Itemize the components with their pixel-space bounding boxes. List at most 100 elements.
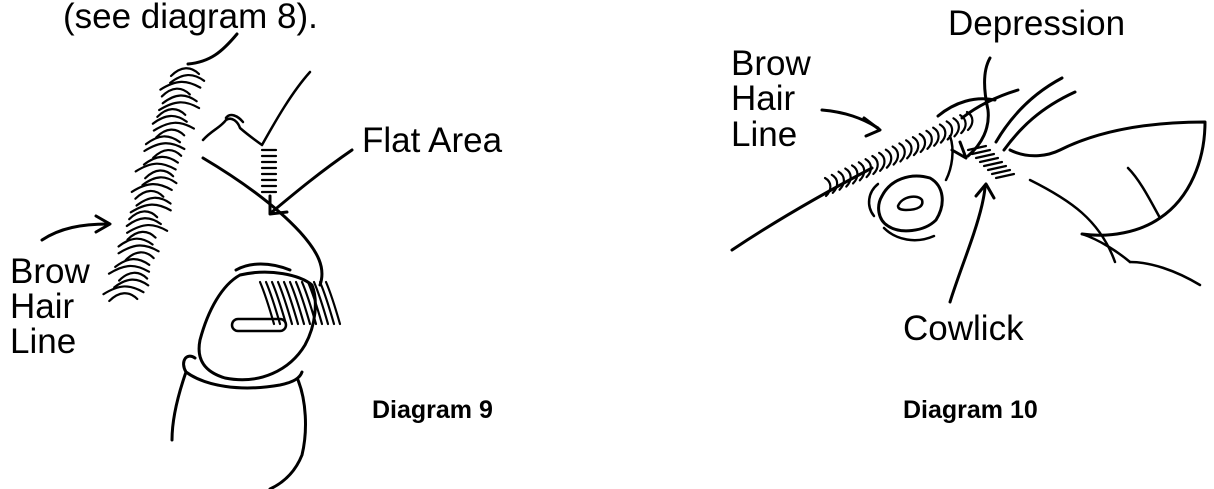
d10-brow-hair bbox=[925, 129, 933, 150]
d9-forehead-outline bbox=[201, 156, 324, 287]
d9-eyelash bbox=[276, 280, 294, 326]
d9-brow-hair bbox=[160, 87, 191, 98]
d10-brow-hair bbox=[857, 161, 866, 182]
d9-label-line: Line bbox=[10, 322, 76, 361]
d10-cowlick-hair bbox=[970, 148, 992, 156]
d10-brow-hair-strokes bbox=[823, 110, 974, 198]
d9-eyelash bbox=[324, 280, 342, 326]
label-flat-area: Flat Area bbox=[362, 121, 503, 160]
d9-brow-hair bbox=[141, 176, 178, 187]
d10-brow-hair bbox=[844, 167, 852, 188]
d9-brow-hair bbox=[135, 196, 172, 207]
label-cowlick: Cowlick bbox=[903, 309, 1024, 348]
d10-forelock-4 bbox=[960, 88, 1020, 120]
cowlick-arrowhead bbox=[974, 182, 996, 200]
d10-brow-hair bbox=[905, 139, 913, 160]
d10-cowlick-hair bbox=[978, 156, 1000, 164]
d9-label-brow: Brow bbox=[10, 252, 90, 291]
d9-brow-hair bbox=[126, 230, 157, 241]
d10-cowlick-hair bbox=[990, 168, 1012, 176]
d9-nose-line bbox=[268, 378, 307, 489]
flat-area-arrowhead bbox=[268, 194, 289, 216]
d9-brow-hair bbox=[152, 148, 183, 159]
d10-brow-hair bbox=[850, 164, 859, 185]
d9-brow-hair bbox=[144, 169, 175, 180]
d10-eye-outline bbox=[877, 174, 944, 233]
d9-eyelash bbox=[318, 280, 336, 326]
d9-brow-hair bbox=[144, 135, 182, 146]
d10-cowlick-hair bbox=[986, 164, 1008, 172]
d10-brow-hair bbox=[918, 132, 927, 154]
d10-brow-arrowhead bbox=[862, 116, 882, 138]
d10-brow-hair bbox=[871, 154, 879, 176]
d9-brow-hair bbox=[161, 94, 198, 105]
diagram-9: (see diagram 8). Flat Area Brow Hair Lin… bbox=[10, 0, 503, 489]
d9-eyelash bbox=[282, 280, 300, 326]
d10-brow-hair bbox=[837, 170, 845, 191]
cowlick-arrow-line bbox=[948, 184, 987, 304]
d9-brow-hair bbox=[113, 278, 150, 289]
d10-brow-hair bbox=[877, 151, 886, 172]
d10-neck-line bbox=[1128, 260, 1202, 287]
d10-cowlick-strokes bbox=[966, 144, 1016, 180]
d9-top-contour bbox=[201, 70, 312, 147]
d9-brow-hair bbox=[134, 162, 177, 173]
d9-brow-hair bbox=[169, 73, 206, 84]
d10-brow-hair bbox=[952, 117, 960, 138]
flat-area-arrow-line bbox=[270, 148, 354, 214]
d9-eye-pupil bbox=[230, 317, 288, 333]
d9-brow-arrowhead bbox=[94, 214, 112, 234]
d9-brow-hair bbox=[129, 203, 172, 214]
d9-hatch-marks bbox=[260, 148, 278, 194]
d9-brow-hair bbox=[126, 223, 169, 234]
d9-brow-hair bbox=[142, 155, 180, 166]
d9-brow-hair bbox=[128, 210, 159, 221]
d10-eye-pupil bbox=[896, 195, 924, 212]
d10-brow-arrow-line bbox=[820, 108, 880, 130]
d10-forelock-3 bbox=[1002, 90, 1077, 152]
d10-brow-hair bbox=[898, 142, 906, 163]
d9-eyelash bbox=[312, 280, 330, 326]
d9-brow-hair bbox=[108, 292, 139, 303]
d10-cowlick-hair bbox=[982, 160, 1004, 168]
d10-brow-hair bbox=[891, 145, 900, 166]
d10-label-hair: Hair bbox=[731, 79, 796, 118]
d9-brow-hair bbox=[130, 183, 173, 194]
d9-brow-arrow-line bbox=[40, 222, 110, 242]
d9-brow-hair bbox=[125, 217, 162, 228]
d9-eyelashes bbox=[258, 280, 342, 326]
d9-brow-hair bbox=[134, 189, 165, 200]
d10-cowlick-hair bbox=[974, 152, 996, 160]
d10-brow-hair bbox=[945, 120, 954, 141]
label-depression: Depression bbox=[948, 4, 1125, 43]
caption-diagram-9: Diagram 9 bbox=[372, 396, 493, 424]
d9-brow-hair bbox=[152, 121, 195, 132]
caption-diagram-10: Diagram 10 bbox=[903, 396, 1038, 424]
d9-curl bbox=[224, 113, 245, 124]
d10-label-brow: Brow bbox=[731, 44, 811, 83]
d9-brow-hair bbox=[143, 142, 186, 153]
see-diagram-8-note: (see diagram 8). bbox=[63, 0, 318, 36]
d10-cheek-contour bbox=[1028, 178, 1117, 264]
d10-cowlick-hair bbox=[994, 172, 1016, 180]
d10-cowlick-hair bbox=[966, 144, 988, 152]
d9-brow-hair bbox=[169, 67, 201, 78]
d9-upper-lid bbox=[234, 262, 292, 272]
d9-brow-hair bbox=[107, 264, 151, 275]
d10-brow-hair bbox=[823, 176, 832, 198]
d10-ear-outline bbox=[1008, 120, 1207, 237]
d9-brow-hair bbox=[118, 271, 149, 282]
d10-label-line: Line bbox=[731, 115, 797, 154]
note-leader-line bbox=[186, 32, 239, 66]
d9-brow-hair bbox=[117, 237, 154, 248]
d9-eyelash bbox=[294, 280, 312, 326]
d9-cheek-line bbox=[170, 370, 188, 442]
d10-brow-hair bbox=[830, 173, 839, 194]
d9-brow-hair bbox=[156, 108, 187, 119]
d9-eyelash bbox=[258, 280, 276, 326]
d9-brow-hair bbox=[159, 80, 202, 91]
d10-eye-fold bbox=[867, 182, 880, 218]
d10-ear-base bbox=[1080, 232, 1132, 264]
d9-brow-hair bbox=[124, 251, 155, 262]
d10-forelock-2 bbox=[994, 76, 1064, 144]
